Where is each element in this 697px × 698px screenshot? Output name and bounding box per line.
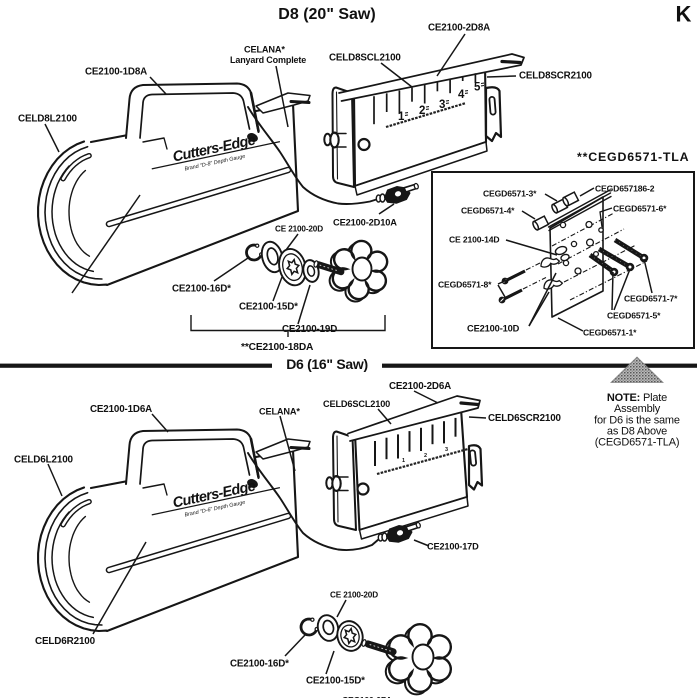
svg-text:Assembly: Assembly: [614, 403, 661, 415]
svg-text:CELD6R2100: CELD6R2100: [35, 636, 96, 647]
svg-text:CE2100-2D10A: CE2100-2D10A: [333, 218, 397, 228]
svg-text:1: 1: [398, 111, 405, 123]
svg-text:CELANA*: CELANA*: [244, 45, 285, 55]
svg-text:CEGD6571-3*: CEGD6571-3*: [483, 189, 537, 199]
svg-text:as D8 Above: as D8 Above: [607, 426, 667, 438]
svg-text:CELD6SCR2100: CELD6SCR2100: [488, 413, 561, 424]
svg-text:CEC100-0PA: CEC100-0PA: [342, 695, 392, 698]
svg-text:CE2100-19D: CE2100-19D: [282, 324, 337, 335]
svg-text:CE2100-2D6A: CE2100-2D6A: [389, 381, 451, 392]
svg-text:CEGD657186-2: CEGD657186-2: [595, 184, 655, 194]
svg-text:CELD6L2100: CELD6L2100: [14, 455, 74, 466]
svg-text:CEGD6571-7*: CEGD6571-7*: [624, 294, 678, 304]
svg-text:D8 (20" Saw): D8 (20" Saw): [278, 6, 375, 23]
svg-text:K: K: [676, 2, 692, 27]
svg-text:CEGD6571-6*: CEGD6571-6*: [613, 204, 667, 214]
svg-text:CE2100-17D: CE2100-17D: [427, 542, 479, 552]
svg-text:CE 2100-20D: CE 2100-20D: [330, 591, 378, 600]
svg-text:CELD6SCL2100: CELD6SCL2100: [323, 399, 390, 409]
svg-text:CELD8SCL2100: CELD8SCL2100: [329, 53, 401, 64]
svg-text:CELD8SCR2100: CELD8SCR2100: [519, 71, 592, 82]
svg-text:3: 3: [445, 447, 448, 453]
svg-text:(CEGD6571-TLA): (CEGD6571-TLA): [595, 437, 680, 449]
svg-text:CELANA*: CELANA*: [259, 407, 300, 417]
svg-text:3: 3: [439, 99, 445, 111]
svg-text:1: 1: [402, 458, 405, 464]
svg-text:**CEGD6571-TLA: **CEGD6571-TLA: [577, 150, 689, 164]
svg-text:CEGD6571-5*: CEGD6571-5*: [607, 311, 661, 321]
svg-text:CELD8L2100: CELD8L2100: [18, 114, 78, 125]
svg-text:CEGD6571-4*: CEGD6571-4*: [461, 206, 515, 216]
svg-text:CE2100-15D*: CE2100-15D*: [306, 676, 365, 687]
svg-text:CE2100-15D*: CE2100-15D*: [239, 302, 298, 313]
svg-text:NOTE: Plate: NOTE: Plate: [607, 392, 667, 404]
svg-text:**CE2100-18DA: **CE2100-18DA: [241, 342, 314, 353]
svg-text:for D6 is the same: for D6 is the same: [594, 415, 680, 427]
svg-text:CE2100-16D*: CE2100-16D*: [230, 659, 289, 670]
svg-text:4: 4: [458, 89, 465, 101]
svg-text:2: 2: [424, 453, 427, 459]
svg-text:CE 2100-20D: CE 2100-20D: [275, 225, 323, 234]
svg-text:D6 (16" Saw): D6 (16" Saw): [286, 356, 368, 372]
svg-text:Lanyard Complete: Lanyard Complete: [230, 55, 306, 65]
svg-text:2: 2: [419, 105, 425, 117]
svg-text:CE 2100-14D: CE 2100-14D: [449, 235, 499, 245]
svg-text:CE2100-16D*: CE2100-16D*: [172, 284, 231, 295]
svg-text:5: 5: [474, 82, 481, 94]
svg-text:CE2100-2D8A: CE2100-2D8A: [428, 23, 490, 34]
svg-text:CEGD6571-1*: CEGD6571-1*: [583, 328, 637, 338]
svg-text:CEGD6571-8*: CEGD6571-8*: [438, 280, 492, 290]
svg-text:CE2100-1D6A: CE2100-1D6A: [90, 404, 152, 415]
svg-text:CE2100-10D: CE2100-10D: [467, 324, 520, 334]
svg-text:CE2100-1D8A: CE2100-1D8A: [85, 67, 147, 78]
